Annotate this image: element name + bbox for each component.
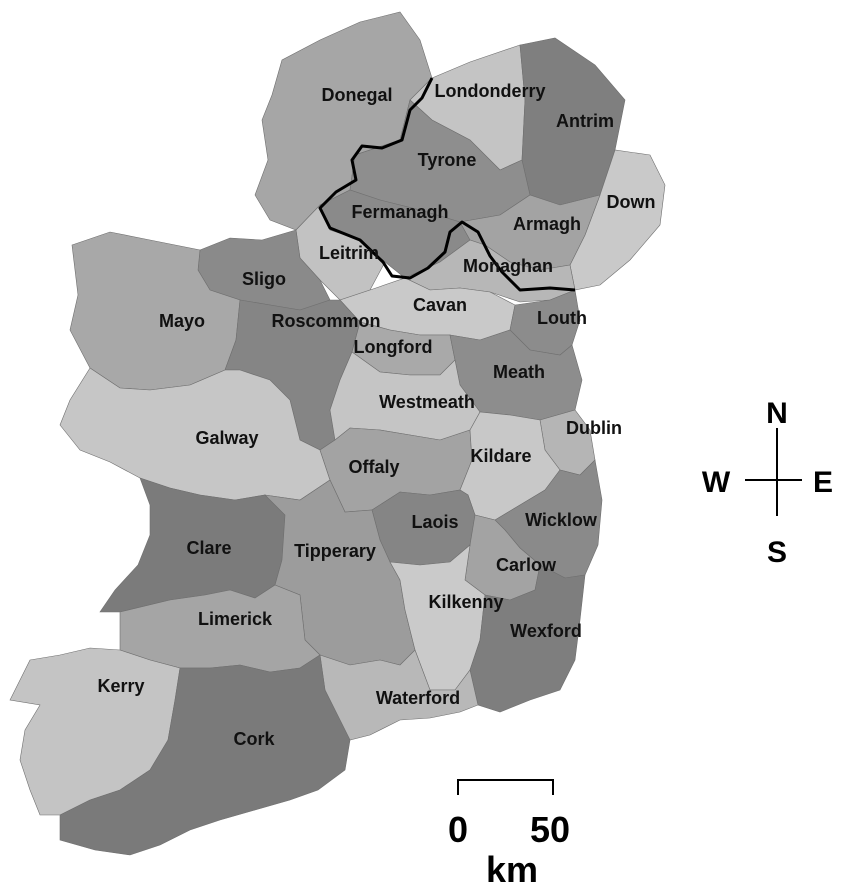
county-label-waterford: Waterford xyxy=(376,688,460,708)
scale-bar: 0 50 km xyxy=(448,779,570,889)
county-label-limerick: Limerick xyxy=(198,609,273,629)
compass-west-label: W xyxy=(702,466,731,499)
compass-rose: N S W E xyxy=(702,397,833,569)
county-label-monaghan: Monaghan xyxy=(463,256,553,276)
county-label-wexford: Wexford xyxy=(510,621,582,641)
county-label-wicklow: Wicklow xyxy=(525,510,598,530)
county-label-offaly: Offaly xyxy=(348,457,399,477)
county-label-galway: Galway xyxy=(195,428,258,448)
county-label-armagh: Armagh xyxy=(513,214,581,234)
county-label-carlow: Carlow xyxy=(496,555,557,575)
county-label-kilkenny: Kilkenny xyxy=(428,592,503,612)
county-label-fermanagh: Fermanagh xyxy=(351,202,448,222)
county-label-tipperary: Tipperary xyxy=(294,541,376,561)
county-label-leitrim: Leitrim xyxy=(319,243,379,263)
county-label-westmeath: Westmeath xyxy=(379,392,475,412)
county-label-mayo: Mayo xyxy=(159,311,205,331)
county-label-dublin: Dublin xyxy=(566,418,622,438)
county-label-clare: Clare xyxy=(186,538,231,558)
county-label-antrim: Antrim xyxy=(556,111,614,131)
county-label-tyrone: Tyrone xyxy=(418,150,477,170)
county-region-cork[interactable] xyxy=(59,654,351,856)
county-labels: Donegal LondonderryAntrimTyroneDownFerman… xyxy=(97,81,655,749)
scale-start-label: 0 xyxy=(448,809,468,850)
county-label-down: Down xyxy=(607,192,656,212)
compass-east-label: E xyxy=(813,466,833,499)
northern-ireland-border xyxy=(318,77,576,292)
scale-bar-line xyxy=(457,779,554,795)
scale-end-label: 50 xyxy=(530,809,570,850)
compass-south-label: S xyxy=(767,536,787,569)
county-regions xyxy=(9,11,666,856)
county-label-longford: Longford xyxy=(354,337,433,357)
scale-unit-label: km xyxy=(486,849,538,889)
county-label-kildare: Kildare xyxy=(470,446,531,466)
county-label-laois: Laois xyxy=(411,512,458,532)
compass-north-label: N xyxy=(766,397,788,430)
county-label-roscommon: Roscommon xyxy=(271,311,380,331)
county-label-louth: Louth xyxy=(537,308,587,328)
county-label-cork: Cork xyxy=(233,729,275,749)
county-label-sligo: Sligo xyxy=(242,269,286,289)
county-label-kerry: Kerry xyxy=(97,676,144,696)
county-label-cavan: Cavan xyxy=(413,295,467,315)
county-label-donegal: Donegal xyxy=(321,85,392,105)
county-label-londonderry: Londonderry xyxy=(435,81,546,101)
county-label-meath: Meath xyxy=(493,362,545,382)
